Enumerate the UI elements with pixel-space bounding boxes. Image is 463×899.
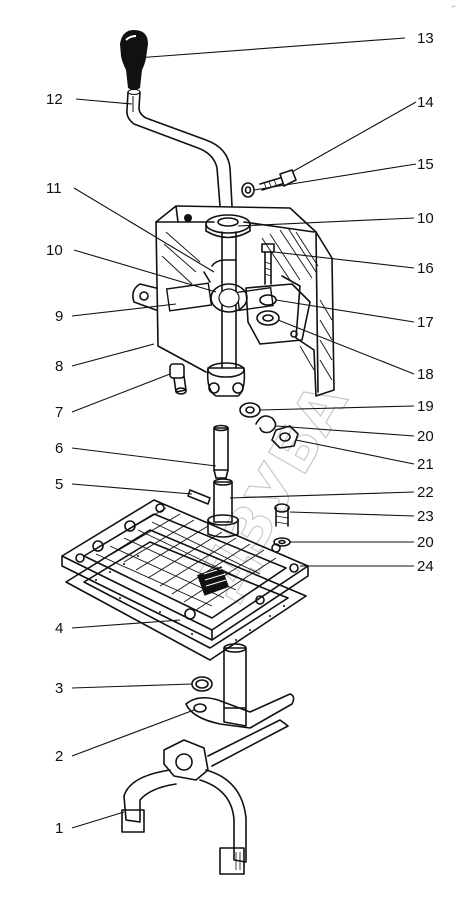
leader-5: [71, 483, 193, 495]
guide-post-22: [207, 478, 239, 538]
stud-7: [169, 363, 187, 395]
leader-21: [295, 439, 415, 465]
label-19: 19: [417, 398, 434, 415]
mounting-bracket: [245, 283, 311, 345]
spring-ring-20-upper: [255, 415, 277, 434]
label-24: 24: [417, 558, 434, 575]
label-22: 22: [417, 484, 434, 501]
label-10-right: 10: [417, 210, 434, 227]
pin-5: [187, 489, 211, 505]
label-3: 3: [55, 680, 63, 697]
label-20-lower: 20: [417, 534, 434, 551]
bolt-14: [259, 169, 297, 191]
label-5: 5: [55, 476, 63, 493]
lever-washer-top: [205, 214, 251, 239]
leader-15: [253, 163, 417, 191]
leader-8: [71, 343, 155, 367]
label-18: 18: [417, 366, 434, 383]
leader-23: [289, 511, 415, 517]
label-23: 23: [417, 508, 434, 525]
bolt-23: [274, 503, 290, 527]
label-4: 4: [55, 620, 63, 637]
leader-13: [135, 37, 406, 59]
gasket: [65, 529, 307, 661]
label-16: 16: [417, 260, 434, 277]
label-14: 14: [417, 94, 434, 111]
leader-10b: [237, 217, 415, 227]
leader-17: [275, 299, 415, 323]
shift-fork: [121, 719, 289, 875]
label-11: 11: [46, 180, 62, 197]
leader-16: [273, 251, 415, 269]
label-13: 13: [417, 30, 434, 47]
leader-7: [71, 373, 171, 413]
leader-lines: [71, 37, 417, 829]
label-12: 12: [46, 91, 63, 108]
label-10-left: 10: [46, 242, 63, 259]
label-2: 2: [55, 748, 63, 765]
leader-9: [71, 303, 177, 317]
o-ring-3: [191, 676, 213, 692]
label-9: 9: [55, 308, 63, 325]
corner-mark: ⌐: [452, 4, 456, 10]
label-17: 17: [417, 314, 434, 331]
leader-20a: [275, 425, 415, 437]
leader-4: [71, 619, 181, 629]
pin-6: [213, 424, 229, 479]
washer-15: [241, 182, 255, 198]
gear-lever-knob: [120, 30, 148, 95]
leader-6: [71, 447, 217, 467]
lever-housing: [132, 205, 335, 397]
leader-18: [277, 319, 415, 375]
label-15: 15: [417, 156, 434, 173]
leader-19: [259, 405, 415, 411]
leader-12: [75, 98, 133, 105]
selector-shaft: [185, 643, 295, 729]
label-6: 6: [55, 440, 63, 457]
leader-14: [291, 101, 417, 173]
label-8: 8: [55, 358, 63, 375]
bolt-16: [261, 243, 275, 285]
leader-3: [71, 683, 193, 689]
label-20-upper: 20: [417, 428, 434, 445]
nut-21: [271, 425, 299, 449]
label-21: 21: [417, 456, 434, 473]
label-7: 7: [55, 404, 63, 421]
leader-22: [229, 491, 415, 499]
washer-19: [239, 402, 261, 418]
leader-11: [73, 187, 215, 273]
label-1: 1: [55, 820, 63, 837]
part-number-labels: 13 12 14 15 11 10 10 16 9 17 8 18 19 7 2…: [46, 30, 434, 837]
leader-2: [71, 709, 195, 757]
leader-10a: [73, 249, 217, 293]
pivot-shaft-assembly: [165, 231, 274, 397]
leader-1: [71, 811, 125, 829]
gear-lever: [126, 91, 233, 207]
